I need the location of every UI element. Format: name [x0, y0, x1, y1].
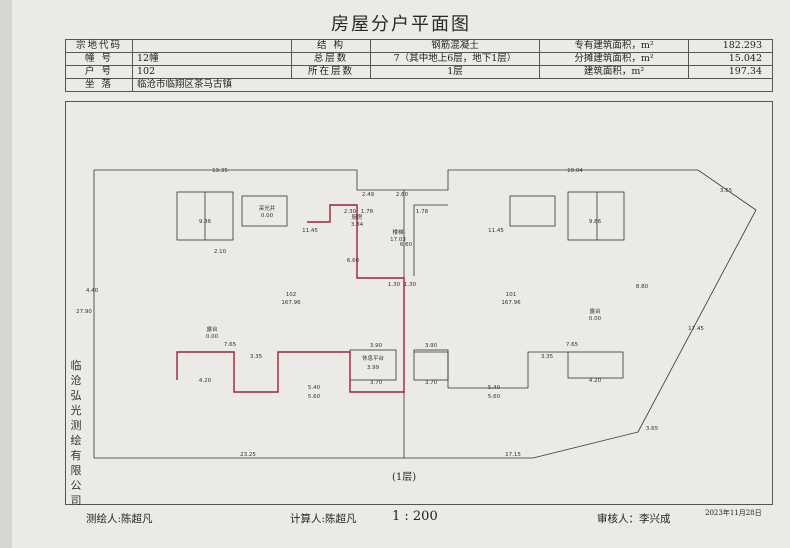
kitchen-center-area: 3.84 — [351, 222, 364, 228]
sunroom-left-area: 0.00 — [261, 213, 274, 219]
footer-surveyor: 测绘人:陈超凡 — [86, 513, 153, 525]
stair-area: 17.03 — [390, 237, 406, 243]
dim-corner-right: 3.65 — [646, 426, 659, 432]
footer-scale: 1 : 200 — [392, 509, 438, 524]
survey-sheet: 房屋分户平面图 宗地代码 结 构 钢筋混凝土 专有建筑面积，m² 182.293… — [12, 0, 790, 548]
dim-986-l: 9.86 — [199, 219, 212, 225]
dim-210: 2.10 — [214, 249, 227, 255]
floor-plan: 19.35 19.04 23.25 17.15 27.90 17.45 3.65… — [76, 168, 757, 459]
balcony-center-right — [413, 349, 449, 381]
dim-left-side: 27.90 — [76, 309, 92, 315]
dim-390-r: 3.90 — [425, 343, 438, 349]
dim-bottom-right: 17.15 — [505, 452, 521, 458]
building-outline — [93, 169, 757, 459]
dim-corner-top: 3.65 — [720, 188, 733, 194]
balcony-center-label: 休息平台 — [362, 354, 385, 362]
unit-right-boundary — [413, 204, 448, 276]
dim-370-r: 3.70 — [425, 380, 438, 386]
dim-765-r: 7.65 — [566, 342, 579, 348]
dim-260: 2.60 — [396, 192, 409, 198]
room-right-sunroom — [567, 191, 625, 241]
terrace-left-label: 露台 — [206, 325, 218, 333]
dim-660-r: 6.60 — [400, 242, 413, 248]
kitchen-center-label: 厨房 — [351, 213, 363, 221]
unit-left-area: 167.96 — [281, 300, 301, 306]
dim-130-l: 1.30 — [388, 282, 401, 288]
dim-1145-l: 11.45 — [302, 228, 318, 234]
dim-right-side: 17.45 — [688, 326, 704, 332]
dim-540-l: 5.40 — [308, 385, 321, 391]
unit-right-area: 167.96 — [501, 300, 521, 306]
dim-178-r: 1.78 — [416, 209, 429, 215]
dim-540-r: 5.40 — [488, 385, 501, 391]
dim-420-l: 4.20 — [199, 378, 212, 384]
unit-left-number: 102 — [286, 292, 297, 298]
floor-label: (1层) — [392, 472, 417, 483]
dim-top-right: 19.04 — [567, 168, 583, 174]
unit-102-boundary — [176, 204, 405, 393]
footer-calculator: 计算人:陈超凡 — [290, 513, 357, 525]
footer-date: 2023年11月28日 — [705, 509, 762, 517]
terrace-right-label: 露台 — [589, 307, 601, 315]
dim-249: 2.49 — [362, 192, 375, 198]
unit-right-bottom — [414, 351, 568, 389]
sunroom-left-label: 采光井 — [259, 204, 276, 212]
info-table: 宗地代码 结 构 钢筋混凝土 专有建筑面积，m² 182.293 幢 号 12幢… — [65, 39, 773, 92]
dim-top-left: 19.35 — [212, 168, 228, 174]
dim-660: 6.60 — [347, 258, 360, 264]
document-title: 房屋分户平面图 — [331, 14, 471, 35]
dim-390-l: 3.90 — [370, 343, 383, 349]
company-name: 临沧弘光测绘有限公司 — [70, 359, 82, 507]
dim-880: 8.80 — [636, 284, 649, 290]
room-right-kitchen — [509, 195, 556, 227]
dim-560-r: 5.60 — [488, 394, 501, 400]
dim-335-l: 3.35 — [250, 354, 263, 360]
dim-370-l: 3.70 — [370, 380, 383, 386]
balcony-right — [567, 351, 624, 379]
unit-right-number: 101 — [506, 292, 517, 298]
dim-420-r: 4.20 — [589, 378, 602, 384]
dim-560-l: 5.60 — [308, 394, 321, 400]
dim-178-l: 1.78 — [361, 209, 374, 215]
dim-1145-r: 11.45 — [488, 228, 504, 234]
stair-label: 楼梯 — [392, 228, 404, 236]
dim-bottom-left: 23.25 — [240, 452, 256, 458]
dim-440: 4.40 — [86, 288, 99, 294]
dim-335-r: 3.35 — [541, 354, 554, 360]
terrace-left-area: 0.00 — [206, 334, 219, 340]
balcony-center-area: 3.99 — [367, 365, 380, 371]
room-left-kitchen — [241, 195, 288, 227]
terrace-right-area: 0.00 — [589, 316, 602, 322]
dim-986-r: 9.86 — [589, 219, 602, 225]
dim-130-r: 1.30 — [404, 282, 417, 288]
dim-230: 2.30 — [344, 209, 357, 215]
plan-frame — [65, 101, 773, 505]
zuoluo-value: 临沧市临翔区茶马古镇 — [132, 78, 773, 92]
footer-reviewer: 审核人：李兴成 — [597, 513, 671, 525]
dim-765-l: 7.65 — [224, 342, 237, 348]
